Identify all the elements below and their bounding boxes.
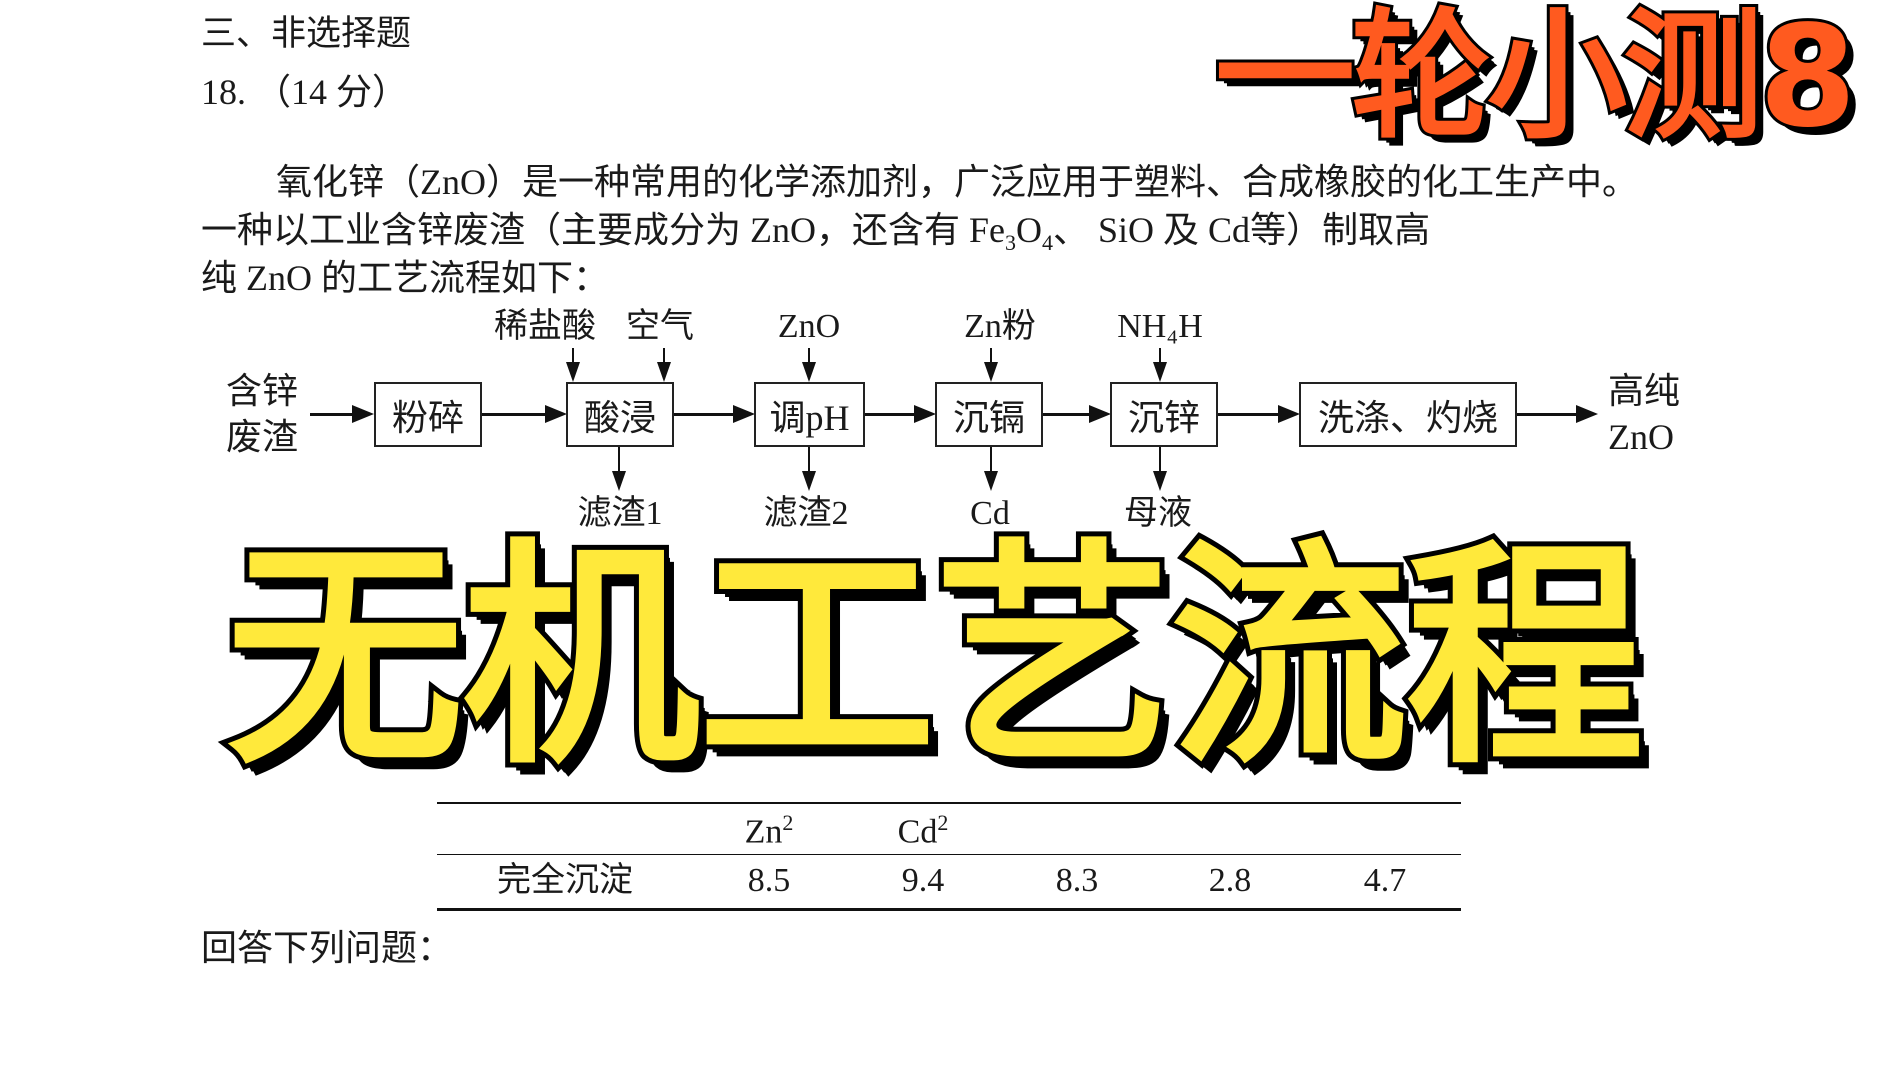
input-zno: ZnO [777, 308, 841, 345]
arrow-line [808, 447, 810, 473]
text: SiO [1098, 210, 1155, 250]
input-air: 空气 [626, 308, 694, 345]
arrow-head [545, 405, 567, 423]
table-rule [437, 854, 1461, 855]
paragraph-line-2: 一种以工业含锌废渣（主要成分为 ZnO，还含有 Fe3O4、 SiO 及 Cd等… [201, 212, 1430, 254]
question-number: 18. [201, 72, 246, 112]
overlay-subtitle: 一轮小测8 [1212, 0, 1859, 159]
text: 、 [1053, 210, 1090, 250]
superscript: 2 [782, 810, 794, 835]
header-cd: Cd2 [898, 812, 949, 849]
arrow-head [802, 362, 816, 382]
text: O [1016, 210, 1042, 250]
arrow-line [1159, 348, 1161, 364]
arrow-head [984, 471, 998, 491]
arrow-line [1218, 413, 1291, 416]
arrow-line [808, 348, 810, 364]
arrow-line [990, 348, 992, 364]
step-wash-calcine: 洗涤、灼烧 [1299, 382, 1517, 447]
arrow-head [1153, 471, 1167, 491]
flow-start-line: 含锌 [226, 371, 299, 411]
arrow-head [1576, 405, 1598, 423]
input-zn-powder: Zn粉 [964, 308, 1036, 345]
arrow-line [310, 413, 366, 416]
arrow-head [802, 471, 816, 491]
text: Zn [744, 813, 783, 851]
paragraph-line-3: 纯 ZnO 的工艺流程如下： [201, 258, 609, 298]
arrow-line [482, 413, 558, 416]
header-zn: Zn2 [745, 812, 794, 849]
arrow-head [984, 362, 998, 382]
step-precipitate-cd: 沉镉 [935, 382, 1043, 447]
step-acid-leach: 酸浸 [566, 382, 674, 447]
arrow-head [612, 471, 626, 491]
arrow-head [566, 362, 580, 382]
arrow-line [990, 447, 992, 473]
flow-end: 高纯 ZnO [1608, 368, 1680, 460]
arrow-line [865, 413, 927, 416]
table-cell: 8.5 [747, 862, 791, 899]
arrow-head [914, 405, 936, 423]
step-precipitate-zn: 沉锌 [1110, 382, 1218, 447]
output-cd: Cd [970, 495, 1010, 532]
text: 及 Cd [1163, 210, 1251, 250]
output-residue-1: 滤渣1 [577, 495, 663, 532]
arrow-head [1278, 405, 1300, 423]
arrow-line [663, 348, 665, 364]
answer-prompt: 回答下列问题： [201, 928, 454, 968]
arrow-head [733, 405, 755, 423]
section-title: 三、非选择题 [201, 14, 412, 53]
flow-end-line: ZnO [1608, 417, 1674, 457]
arrow-head [352, 405, 374, 423]
table-cell: 4.7 [1363, 862, 1407, 899]
subscript: 3 [1005, 230, 1016, 256]
table-cell: 8.3 [1055, 862, 1099, 899]
superscript: 2 [937, 810, 949, 835]
arrow-head [1089, 405, 1111, 423]
text: 等）制取高 [1250, 210, 1431, 250]
output-mother-liquor: 母液 [1124, 495, 1192, 532]
step-crush: 粉碎 [374, 382, 482, 447]
paragraph-line-1: 氧化锌（ZnO）是一种常用的化学添加剂，广泛应用于塑料、合成橡胶的化工生产中。 [276, 162, 1638, 202]
row-label-complete-precipitation: 完全沉淀 [497, 862, 633, 899]
arrow-line [1517, 413, 1587, 416]
text: Cd [897, 813, 938, 851]
text: 一种以工业含锌废渣（主要成分为 ZnO，还含有 Fe [201, 210, 1005, 250]
question-header: 18. （14 分） [201, 74, 408, 110]
table-bottom-rule [437, 908, 1461, 911]
overlay-title: 无机工艺流程 [221, 520, 1649, 797]
subscript: 4 [1042, 230, 1053, 256]
table-rule [437, 802, 1461, 804]
arrow-line [1159, 447, 1161, 473]
arrow-head [657, 362, 671, 382]
table-cell: 2.8 [1208, 862, 1252, 899]
input-nh4: NH₄H [1117, 308, 1203, 345]
arrow-head [1153, 362, 1167, 382]
input-hcl: 稀盐酸 [494, 308, 596, 345]
step-adjust-ph: 调pH [754, 382, 865, 447]
flow-start-line: 废渣 [226, 417, 299, 457]
arrow-line [618, 447, 620, 473]
flow-end-line: 高纯 [1608, 371, 1681, 411]
arrow-line [1043, 413, 1102, 416]
question-points: （14 分） [255, 72, 409, 112]
output-residue-2: 滤渣2 [763, 495, 849, 532]
flow-start: 含锌 废渣 [226, 368, 298, 460]
arrow-line [674, 413, 746, 416]
arrow-line [572, 348, 574, 364]
table-cell: 9.4 [901, 862, 945, 899]
